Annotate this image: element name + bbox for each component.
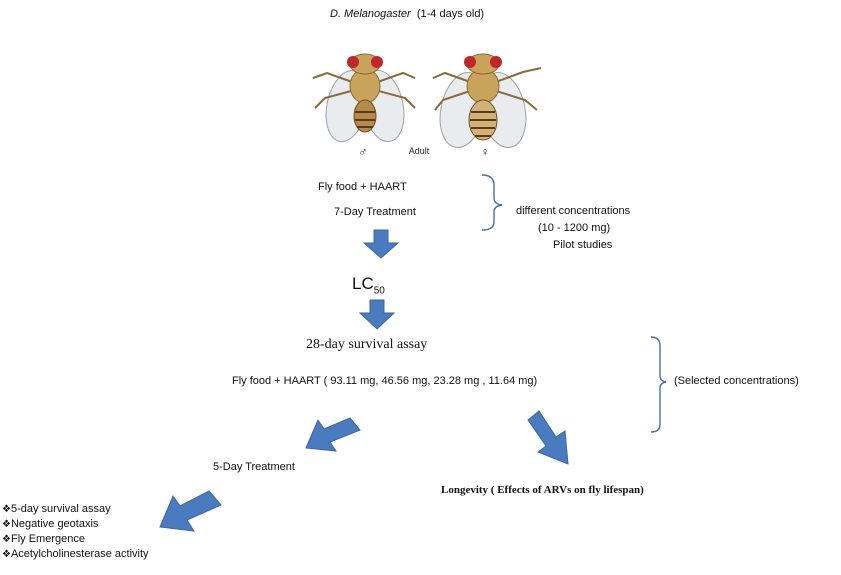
assay-item: Acetylcholinesterase activity xyxy=(2,547,149,562)
fly-illustration: ♂ Adult ♀ xyxy=(312,53,542,159)
species-name: D. Melanogaster xyxy=(330,8,411,20)
male-symbol: ♂ xyxy=(359,145,368,159)
male-fly xyxy=(312,53,416,142)
five-day-treatment-label: 5-Day Treatment xyxy=(213,461,295,473)
species-age: (1-4 days old) xyxy=(416,8,485,20)
adult-label: Adult xyxy=(409,146,430,156)
pilot-note-line1: different concentrations xyxy=(516,205,631,217)
selected-concentrations: (Selected concentrations) xyxy=(674,375,799,387)
down-arrow-to-survival xyxy=(358,299,396,330)
pilot-note-line3: Pilot studies xyxy=(553,239,613,251)
pilot-food-line: Fly food + HAART xyxy=(318,181,407,193)
diagram-title: D. Melanogaster (1-4 days old) xyxy=(330,8,484,20)
pilot-treatment: 7-Day Treatment xyxy=(334,206,416,218)
female-fly xyxy=(432,53,542,148)
survival-food-line: Fly food + HAART ( 93.11 mg, 46.56 mg, 2… xyxy=(232,375,538,387)
lc50-main: LC xyxy=(352,274,374,293)
arrow-to-assays xyxy=(159,490,222,532)
assay-list: 5-day survival assay Negative geotaxis F… xyxy=(2,502,149,562)
survival-bracket xyxy=(650,336,667,433)
lc50-label: LC50 xyxy=(352,274,385,296)
longevity-label: Longevity ( Effects of ARVs on fly lifes… xyxy=(441,484,644,496)
pilot-note-line2: (10 - 1200 mg) xyxy=(538,222,611,234)
survival-title: 28-day survival assay xyxy=(306,337,428,352)
female-symbol: ♀ xyxy=(481,145,490,159)
assay-item: Negative geotaxis xyxy=(2,517,149,532)
arrow-to-longevity xyxy=(527,410,569,465)
assay-item: 5-day survival assay xyxy=(2,502,149,517)
lc50-sub: 50 xyxy=(373,285,385,297)
arrow-to-five-day xyxy=(305,417,361,452)
down-arrow-to-lc50 xyxy=(362,229,400,259)
assay-item: Fly Emergence xyxy=(2,532,149,547)
pilot-bracket xyxy=(481,174,503,231)
